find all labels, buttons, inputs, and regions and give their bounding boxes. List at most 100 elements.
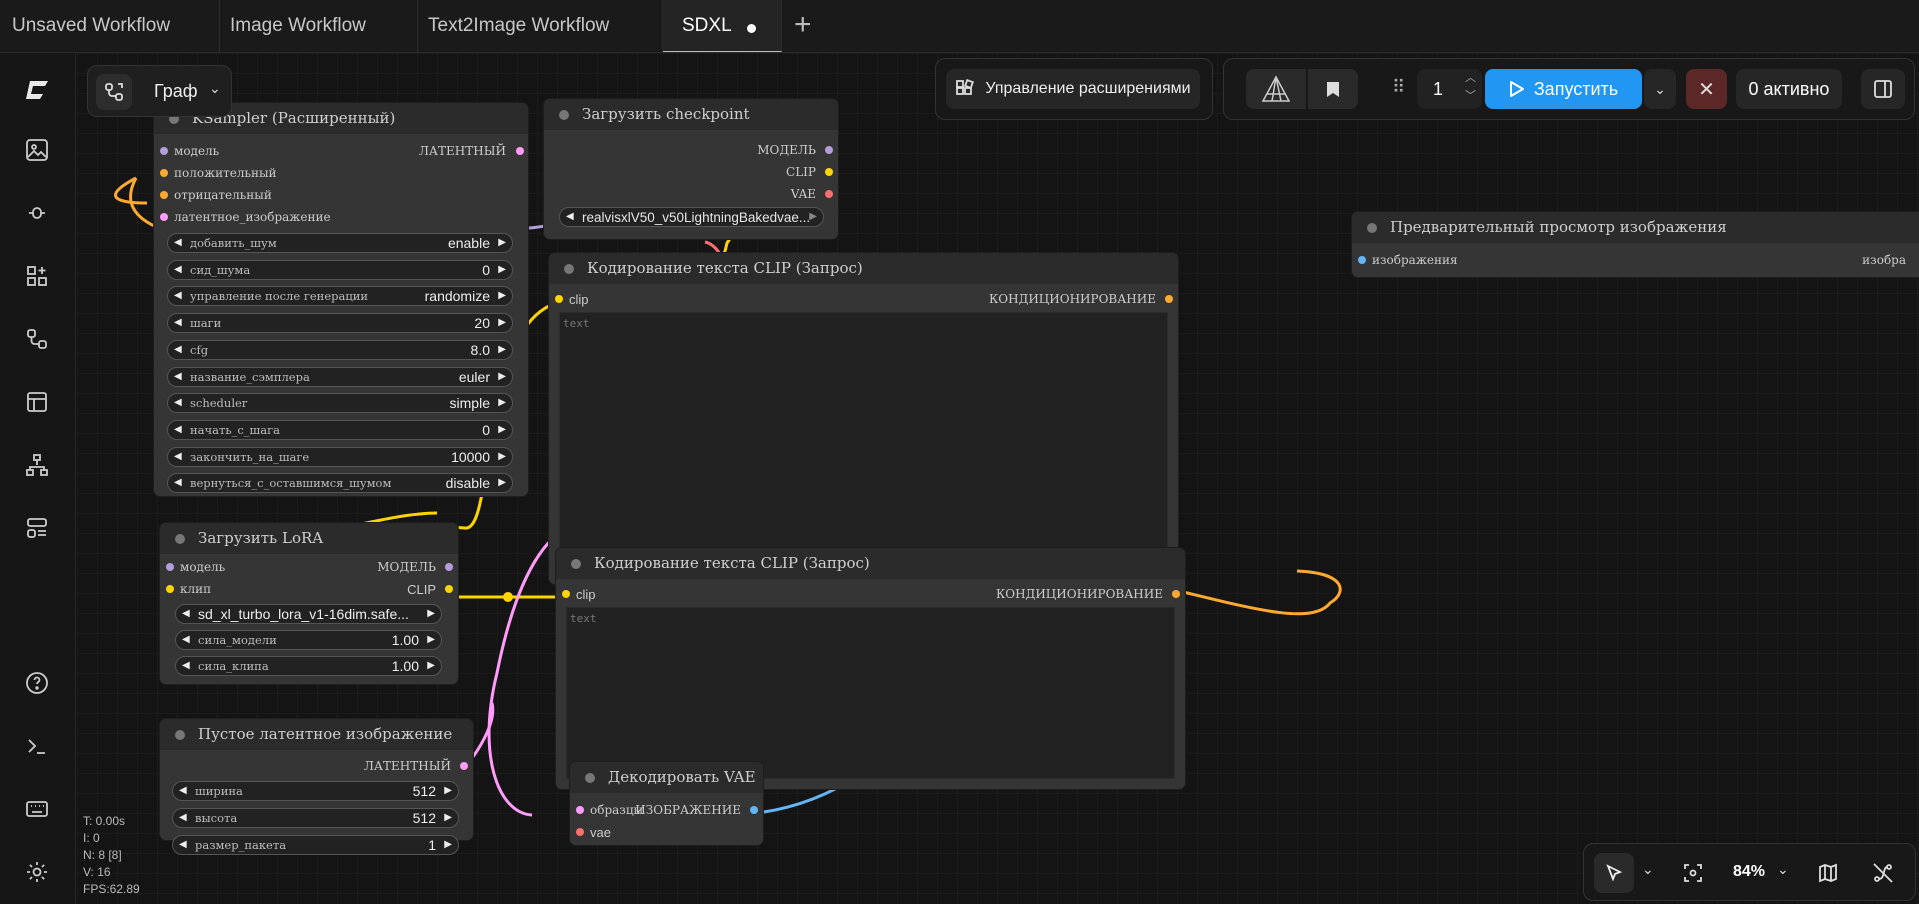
node-preview-image[interactable]: Предварительный просмотр изображения изо…: [1352, 212, 1919, 277]
run-options-chevron-icon[interactable]: ⌄: [1644, 69, 1676, 109]
keyboard-icon[interactable]: [20, 792, 54, 826]
arrow-left-icon[interactable]: ◀: [174, 450, 182, 462]
input-negative[interactable]: отрицательный: [174, 188, 272, 202]
widget-управление после генерации[interactable]: ◀управление после генерацииrandomize▶: [167, 286, 513, 307]
tab-sdxl[interactable]: SDXL: [663, 0, 782, 52]
node-title[interactable]: KSampler (Расширенный): [154, 103, 528, 134]
node-ksampler[interactable]: KSampler (Расширенный) модель положитель…: [154, 103, 528, 496]
arrow-right-icon[interactable]: ▶: [427, 608, 435, 619]
run-button[interactable]: Запустить: [1485, 69, 1642, 109]
zoom-level[interactable]: 84%: [1733, 863, 1766, 880]
input-clip[interactable]: clip: [569, 292, 589, 307]
node-library-icon[interactable]: [20, 259, 54, 293]
output-image[interactable]: ИЗОБРАЖЕНИЕ: [635, 803, 741, 817]
templates-icon[interactable]: [20, 385, 54, 419]
arrow-right-icon[interactable]: ▶: [498, 450, 506, 462]
tab-text2image-workflow[interactable]: Text2Image Workflow: [418, 0, 663, 52]
node-title[interactable]: Загрузить checkpoint: [544, 99, 838, 130]
arrow-right-icon[interactable]: ▶: [498, 290, 506, 302]
node-title[interactable]: Пустое латентное изображение: [160, 719, 473, 750]
output-clip[interactable]: CLIP: [786, 165, 816, 179]
tab-unsaved-workflow[interactable]: Unsaved Workflow: [0, 0, 220, 52]
chevron-down-icon[interactable]: ⌄: [1777, 861, 1789, 877]
arrow-right-icon[interactable]: ▶: [498, 397, 506, 409]
active-queue-button[interactable]: 0 активно: [1736, 69, 1842, 109]
wire-reroute-dot[interactable]: [503, 592, 513, 602]
node-title[interactable]: Загрузить LoRA: [160, 523, 458, 554]
batch-count-input[interactable]: 1 ︿ ﹀: [1417, 69, 1482, 109]
image-gallery-icon[interactable]: [20, 133, 54, 167]
arrow-right-icon[interactable]: ▶: [444, 839, 452, 850]
prompt-textarea[interactable]: text: [566, 607, 1175, 779]
node-empty-latent[interactable]: Пустое латентное изображение ЛАТЕНТНЫЙ ◀…: [160, 719, 473, 855]
node-tree-icon[interactable]: [20, 448, 54, 482]
arrow-left-icon[interactable]: ◀: [174, 317, 182, 329]
output-model[interactable]: МОДЕЛЬ: [377, 560, 436, 574]
input-model[interactable]: модель: [180, 560, 226, 574]
node-clip-encode-2[interactable]: Кодирование текста CLIP (Запрос) clip КО…: [556, 548, 1185, 789]
settings-gear-icon[interactable]: [20, 855, 54, 889]
toggle-panel-icon[interactable]: [1861, 69, 1905, 109]
arrow-left-icon[interactable]: ◀: [179, 785, 187, 796]
arrow-left-icon[interactable]: ◀: [174, 290, 182, 302]
drag-handle-icon[interactable]: ⠿: [1392, 77, 1407, 97]
comfy-pyramid-icon[interactable]: [1246, 69, 1306, 109]
arrow-right-icon[interactable]: ▶: [427, 634, 435, 645]
new-tab-plus-icon[interactable]: +: [794, 8, 812, 41]
prompt-textarea[interactable]: text: [559, 312, 1168, 573]
arrow-left-icon[interactable]: ◀: [179, 839, 187, 850]
arrow-right-icon[interactable]: ▶: [427, 660, 435, 671]
arrow-left-icon[interactable]: ◀: [174, 237, 182, 248]
arrow-left-icon[interactable]: ◀: [174, 423, 182, 435]
cancel-close-icon[interactable]: ✕: [1686, 69, 1727, 109]
arrow-left-icon[interactable]: ◀: [174, 263, 182, 275]
output-model[interactable]: МОДЕЛЬ: [757, 143, 816, 157]
ckpt-name-widget[interactable]: ◀realvisxlV50_v50LightningBakedvae...▶: [559, 207, 824, 227]
arrow-right-icon[interactable]: ▶: [498, 370, 506, 382]
input-vae[interactable]: vae: [590, 825, 611, 840]
arrow-right-icon[interactable]: ▶: [498, 317, 506, 329]
output-conditioning[interactable]: КОНДИЦИОНИРОВАНИЕ: [995, 587, 1163, 601]
terminal-icon[interactable]: [20, 729, 54, 763]
help-icon[interactable]: [20, 666, 54, 700]
node-load-checkpoint[interactable]: Загрузить checkpoint МОДЕЛЬ CLIP VAE ◀re…: [544, 99, 838, 239]
arrow-right-icon[interactable]: ▶: [444, 812, 452, 823]
increment-icon[interactable]: ︿: [1465, 72, 1476, 84]
output-clip[interactable]: CLIP: [407, 582, 436, 597]
decrement-icon[interactable]: ﹀: [1465, 90, 1476, 102]
node-load-lora[interactable]: Загрузить LoRA модель клип МОДЕЛЬ CLIP ◀…: [160, 523, 458, 684]
input-clip[interactable]: клип: [180, 582, 212, 596]
input-latent[interactable]: латентное_изображение: [174, 210, 331, 224]
arrow-left-icon[interactable]: ◀: [182, 660, 190, 671]
arrow-right-icon[interactable]: ▶: [444, 785, 452, 796]
node-graph-canvas[interactable]: KSampler (Расширенный) модель положитель…: [77, 53, 1919, 904]
node-title[interactable]: Кодирование текста CLIP (Запрос): [549, 253, 1178, 284]
minimap-icon[interactable]: [1810, 853, 1846, 893]
output-vae[interactable]: VAE: [790, 187, 816, 201]
input-clip[interactable]: clip: [576, 587, 596, 602]
node-clip-encode-1[interactable]: Кодирование текста CLIP (Запрос) clip КО…: [549, 253, 1178, 584]
input-samples[interactable]: образцы: [590, 803, 644, 817]
hide-links-icon[interactable]: [1865, 853, 1901, 893]
arrow-left-icon[interactable]: ◀: [174, 397, 182, 409]
node-vae-decode[interactable]: Декодировать VAE образцы vae ИЗОБРАЖЕНИЕ: [570, 762, 763, 845]
node-title[interactable]: Предварительный просмотр изображения: [1352, 212, 1919, 243]
output-conditioning[interactable]: КОНДИЦИОНИРОВАНИЕ: [988, 292, 1156, 306]
comfy-logo-icon[interactable]: [20, 73, 54, 107]
output-latent[interactable]: ЛАТЕНТНЫЙ: [418, 144, 506, 158]
arrow-right-icon[interactable]: ▶: [498, 343, 506, 355]
arrow-left-icon[interactable]: ◀: [174, 477, 182, 489]
arrow-left-icon[interactable]: ◀: [174, 343, 182, 355]
input-model[interactable]: модель: [174, 144, 220, 158]
